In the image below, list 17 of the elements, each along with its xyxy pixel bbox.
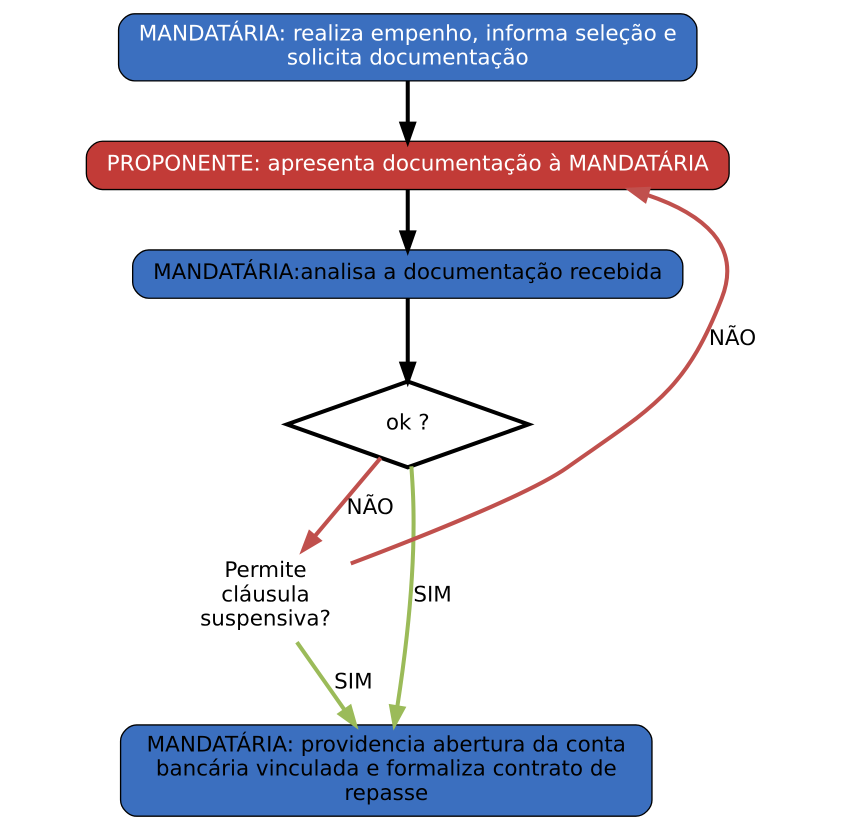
edge-label: SIM xyxy=(413,582,452,608)
arrow xyxy=(350,186,730,566)
arrow xyxy=(398,81,417,148)
node-text: Permite cláusula suspensiva? xyxy=(200,558,331,632)
node-box: MANDATÁRIA: providencia abertura da conta bancária vinculada e formaliza contrato de repasse xyxy=(120,724,653,817)
node-box: MANDATÁRIA: realiza empenho, informa seleção e solicita documentação xyxy=(118,13,698,82)
node-diamond: ok ? xyxy=(280,379,535,470)
edge-label: NÃO xyxy=(346,495,394,520)
arrow xyxy=(398,190,417,256)
arrow xyxy=(388,466,416,731)
arrow xyxy=(398,298,417,388)
edge-label: SIM xyxy=(334,669,373,694)
arrow xyxy=(299,456,382,555)
node-box: PROPONENTE: apresenta documentação à MANDATÁRIA xyxy=(86,140,730,190)
arrow xyxy=(295,641,359,730)
edge-label: NÃO xyxy=(708,326,756,351)
node-box: MANDATÁRIA:analisa a documentação recebida xyxy=(132,249,684,299)
